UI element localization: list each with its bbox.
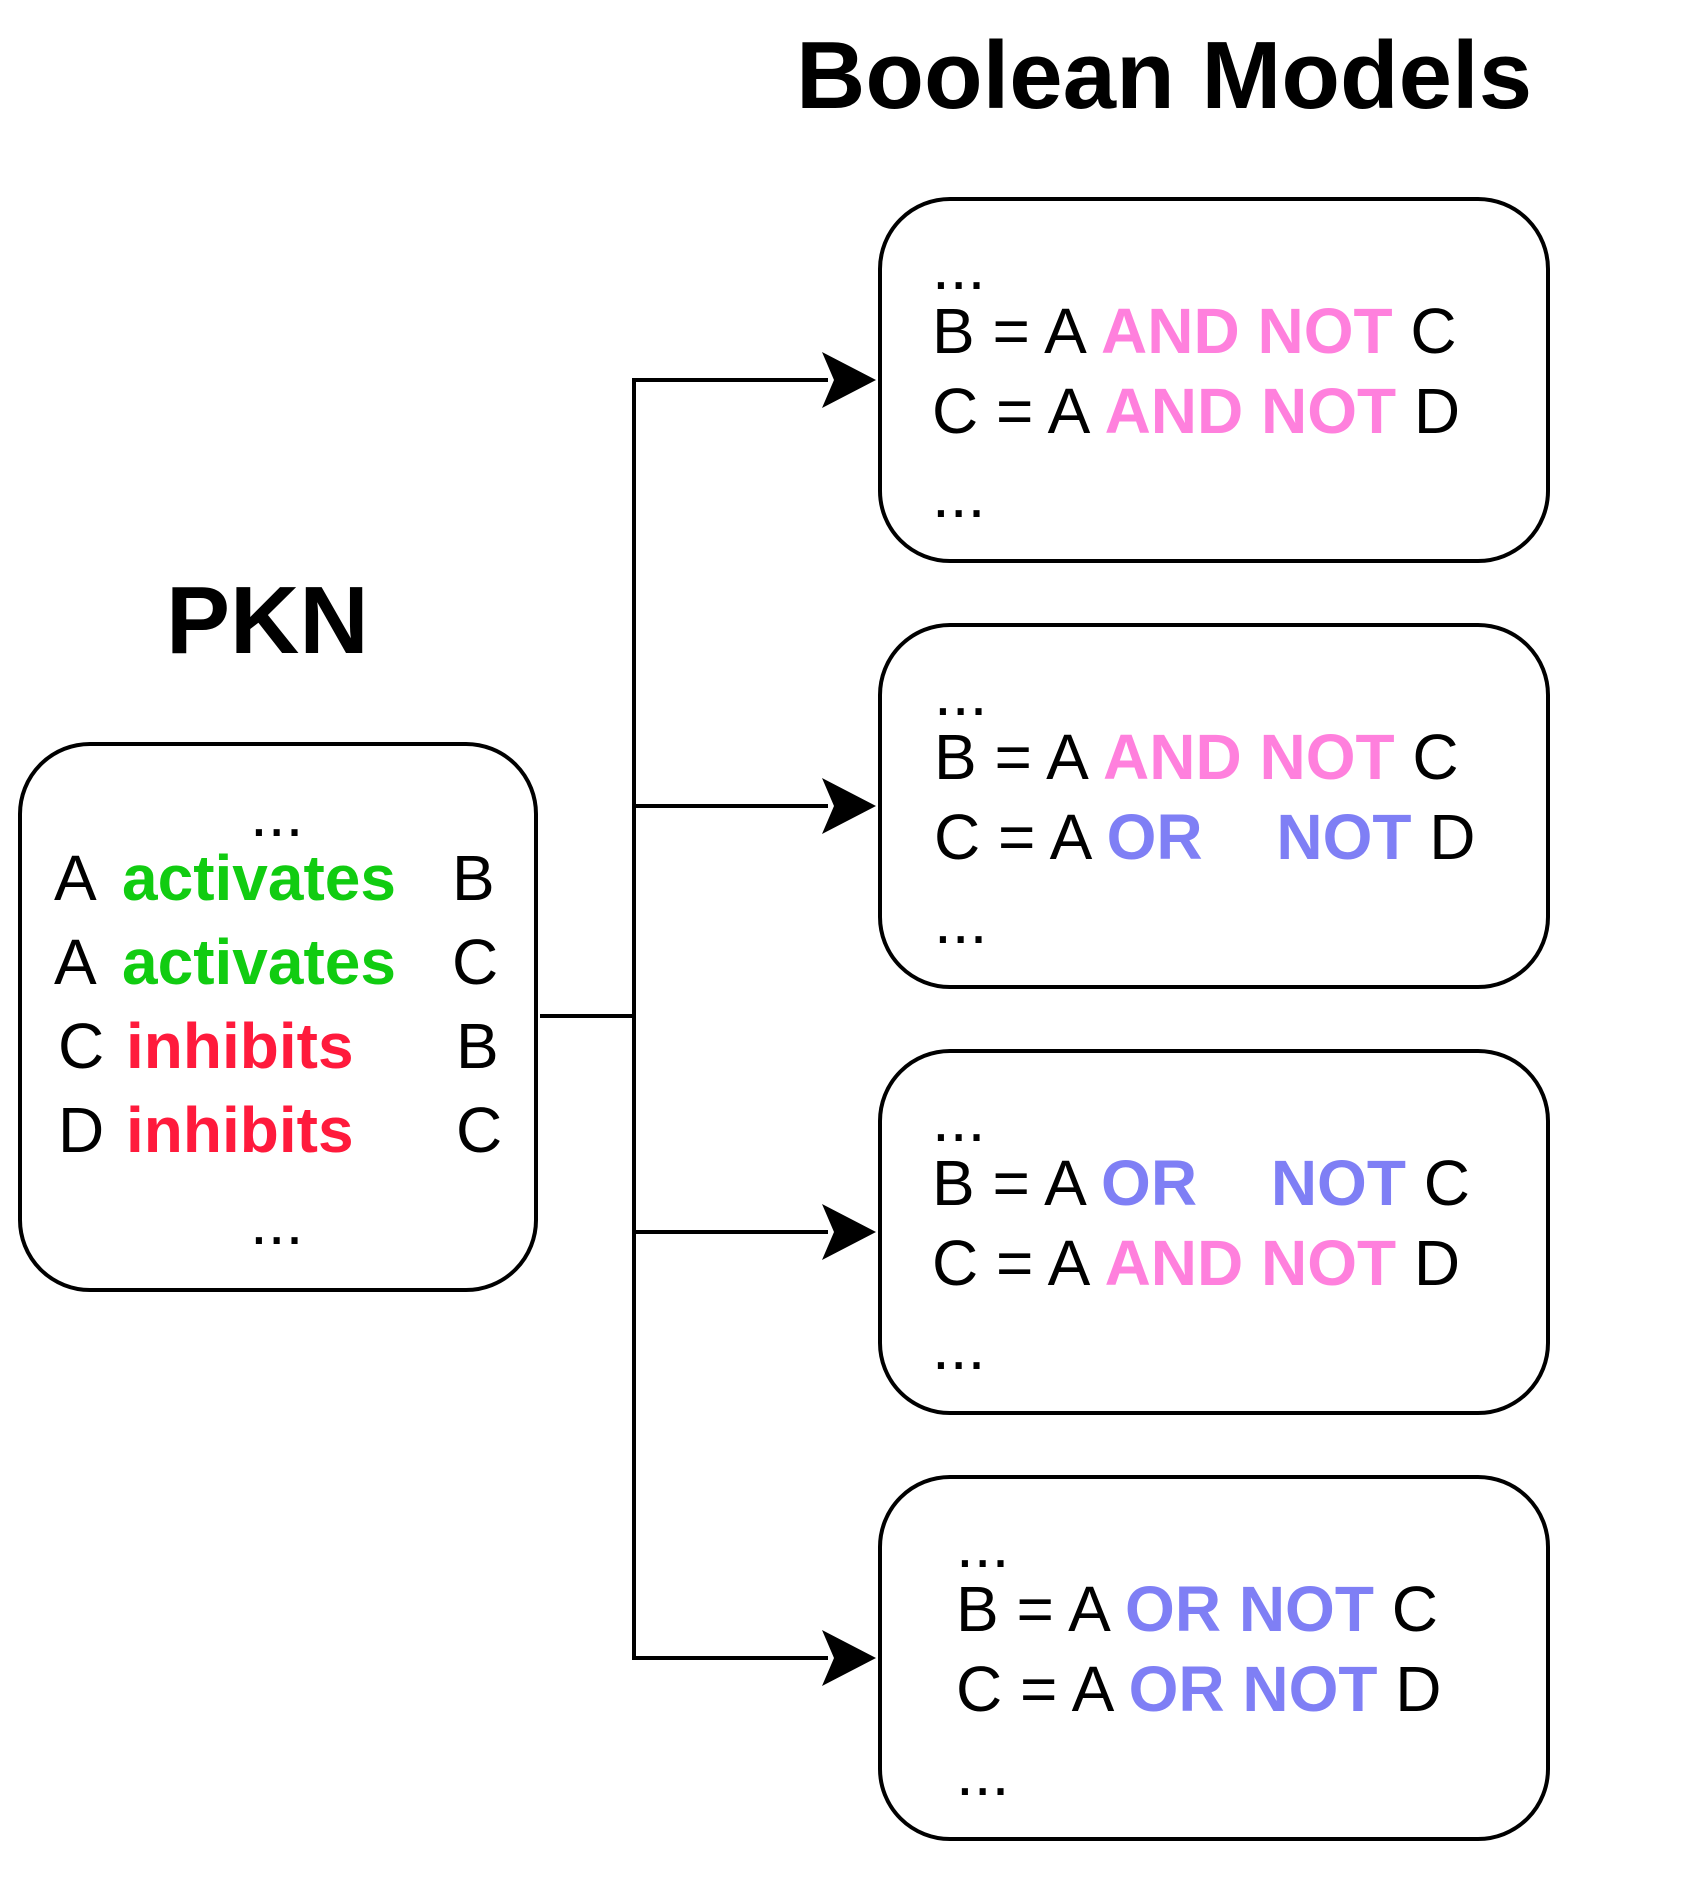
equation-operator: AND [1104,1227,1244,1299]
equation-operator: AND [1103,721,1242,793]
model-equation: B = A OR NOT C [932,1151,1470,1215]
equation-operator: NOT [1261,375,1397,447]
rule-relation: inhibits [126,1010,354,1082]
equation-rhs: C [1410,295,1457,367]
boolean-model-box: ... B = A OR NOT C C = A OR NOT D ... [878,1475,1550,1841]
rule-target: B [452,842,495,914]
model-equation: B = A OR NOT C [956,1577,1438,1641]
equation-rhs: D [1395,1653,1442,1725]
arrowhead-3 [822,1630,876,1686]
equation-lhs: B = A [956,1573,1108,1645]
rule-target: C [456,1094,503,1166]
equation-operator: OR [1128,1653,1225,1725]
pkn-ellipsis-bottom: ... [250,1186,304,1258]
equation-rhs: D [1413,1227,1461,1299]
equation-lhs: C = A [956,1653,1111,1725]
rule-source: A [54,842,97,914]
model-ellipsis-top: ... [934,657,988,729]
boolean-model-box: ... B = A AND NOT C C = A AND NOT D ... [878,197,1550,563]
equation-operator: NOT [1259,721,1395,793]
rule-source: C [58,1010,105,1082]
equation-lhs: C = A [932,375,1087,447]
model-ellipsis-top: ... [932,231,986,303]
model-ellipsis-bottom: ... [932,1311,986,1383]
equation-operator: AND [1101,295,1240,367]
model-ellipsis-bottom: ... [932,459,986,531]
model-equation: B = A AND NOT C [932,299,1457,363]
model-ellipsis-bottom: ... [934,885,988,957]
boolean-model-box: ... B = A AND NOT C C = A OR NOT D ... [878,623,1550,989]
equation-lhs: C = A [934,801,1089,873]
arrowhead-1 [822,778,876,834]
equation-lhs: C = A [932,1227,1087,1299]
model-equation: B = A AND NOT C [934,725,1459,789]
rule-relation: activates [122,926,396,998]
equation-operator: OR [1106,801,1203,873]
pkn-ellipsis-top: ... [250,778,304,850]
equation-rhs: C [1423,1147,1470,1219]
model-equation: C = A OR NOT D [956,1657,1441,1721]
model-ellipsis-top: ... [956,1509,1010,1581]
rule-target: C [452,926,499,998]
equation-rhs: D [1413,375,1461,447]
arrowhead-0 [822,352,876,408]
model-ellipsis-top: ... [932,1083,986,1155]
rule-source: D [58,1094,105,1166]
equation-rhs: D [1429,801,1476,873]
rule-target: B [456,1010,499,1082]
model-equation: C = A OR NOT D [934,805,1475,869]
rule-relation: inhibits [126,1094,354,1166]
equation-lhs: B = A [932,295,1084,367]
equation-operator: OR [1101,1147,1198,1219]
rule-relation: activates [122,842,396,914]
equation-operator: NOT [1276,801,1412,873]
equation-lhs: B = A [932,1147,1084,1219]
model-equation: C = A AND NOT D [932,1231,1460,1295]
model-equation: C = A AND NOT D [932,379,1460,443]
equation-operator: NOT [1242,1653,1378,1725]
pkn-title: PKN [166,567,369,674]
arrowhead-2 [822,1204,876,1260]
equation-operator: NOT [1257,295,1393,367]
boolean-model-box: ... B = A OR NOT C C = A AND NOT D ... [878,1049,1550,1415]
model-ellipsis-bottom: ... [956,1737,1010,1809]
equation-lhs: B = A [934,721,1086,793]
rule-source: A [54,926,97,998]
equation-operator: NOT [1270,1147,1406,1219]
boolean-models-title: Boolean Models [796,22,1533,129]
equation-operator: NOT [1261,1227,1397,1299]
equation-operator: AND [1104,375,1244,447]
equation-operator: NOT [1238,1573,1374,1645]
equation-rhs: C [1412,721,1459,793]
equation-operator: OR [1125,1573,1222,1645]
equation-rhs: C [1391,1573,1438,1645]
